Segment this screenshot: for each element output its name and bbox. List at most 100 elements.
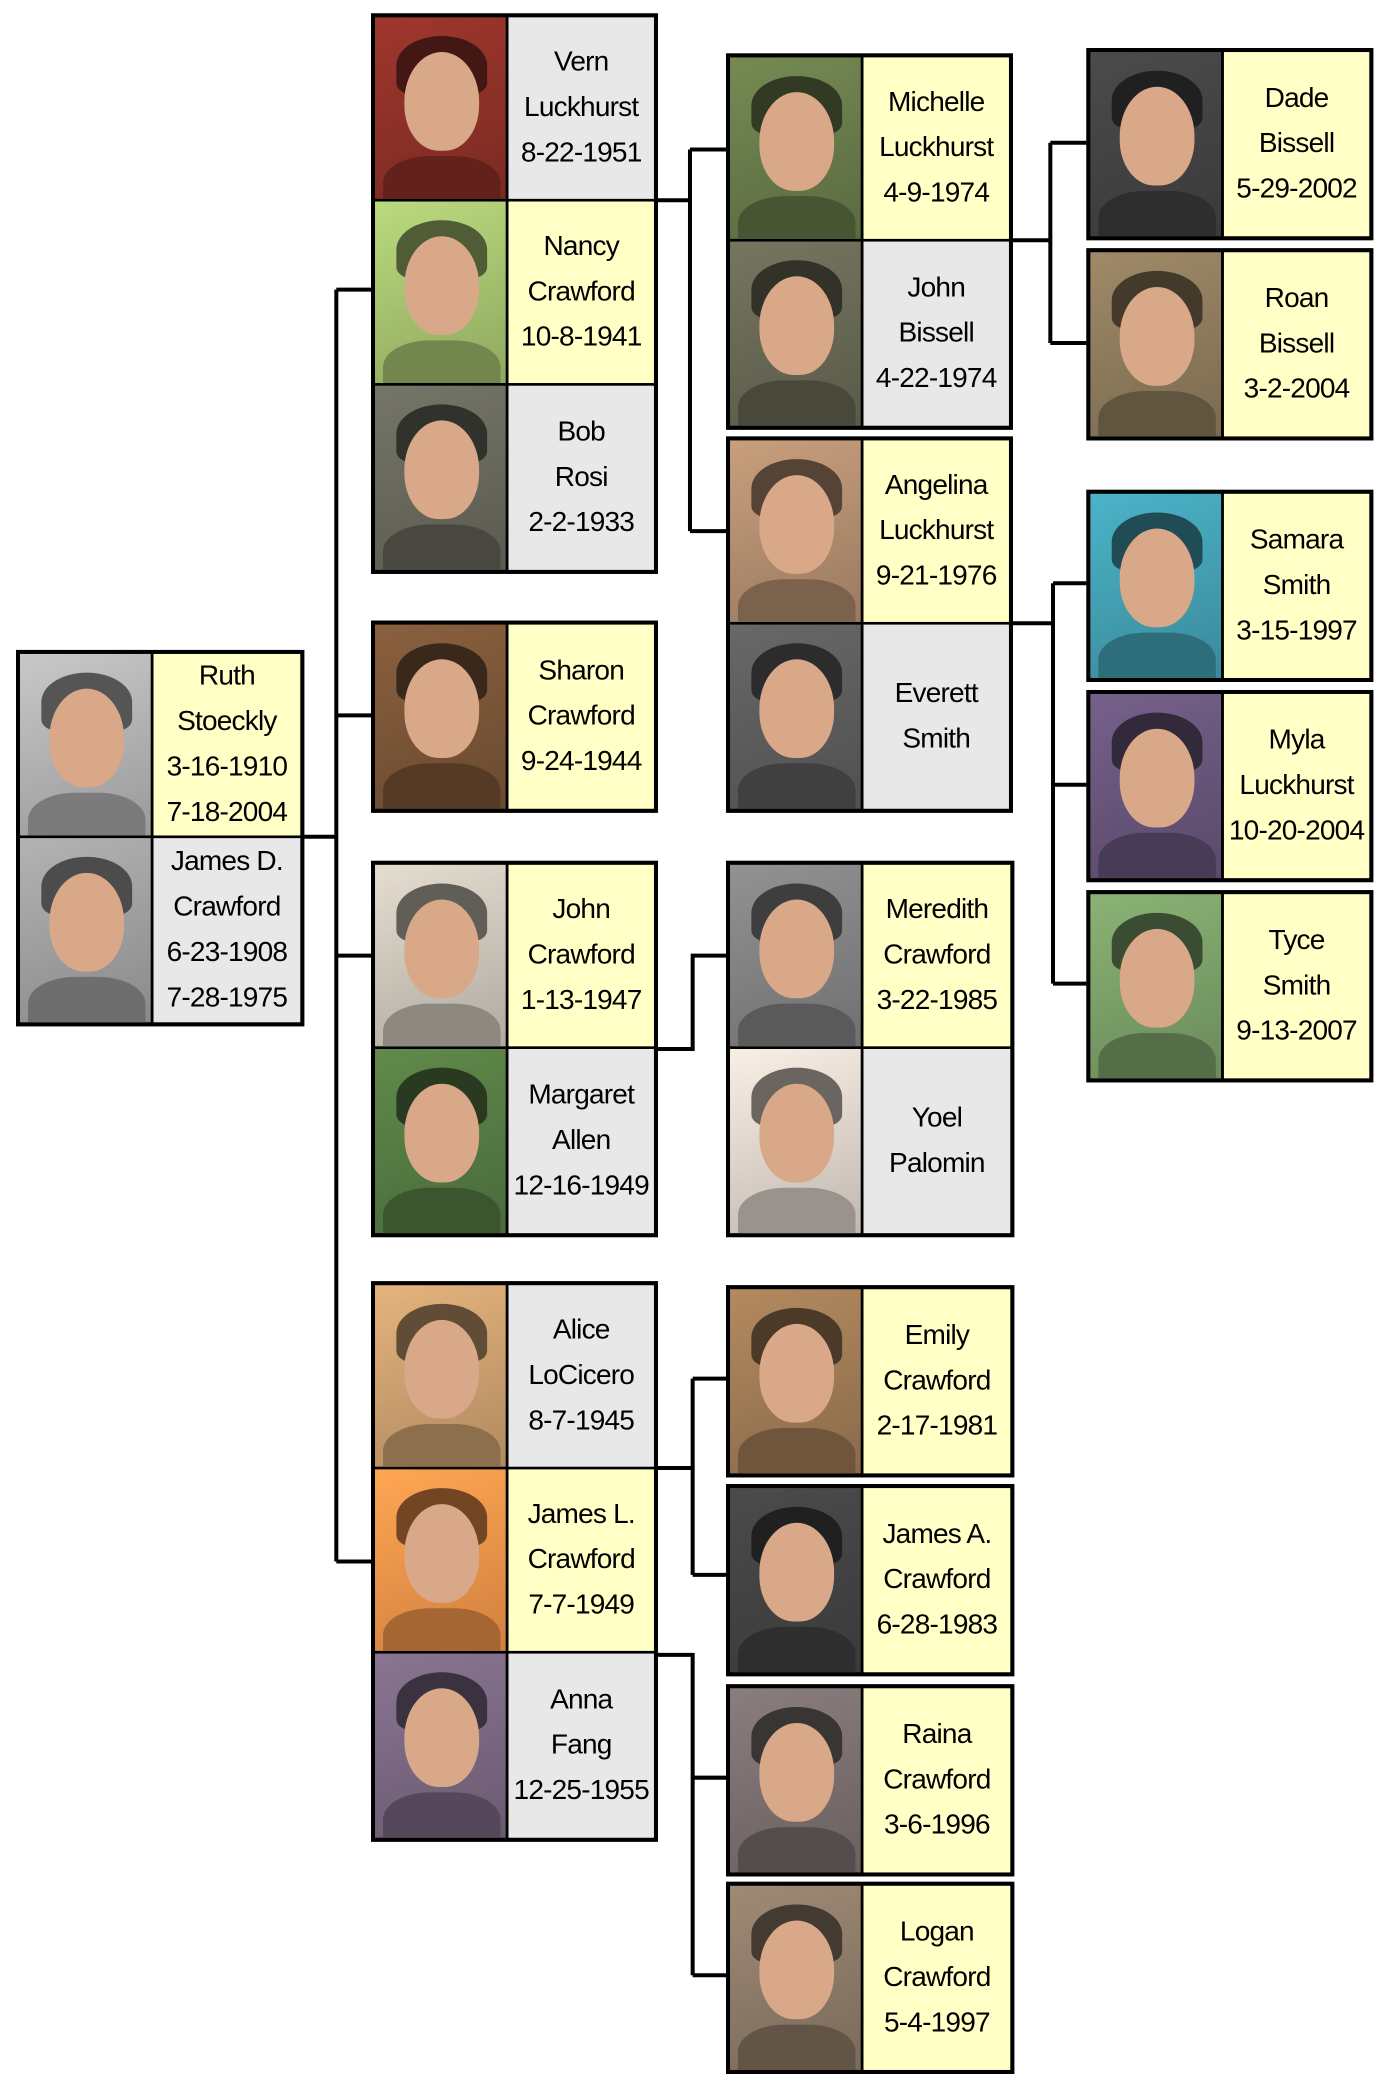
face-shape <box>759 899 835 999</box>
person-date: 10-8-1941 <box>520 321 642 353</box>
person-name-line: Crawford <box>883 1564 991 1595</box>
person-name-line: Crawford <box>883 1961 991 1993</box>
person-photo <box>375 624 509 809</box>
person-date: 9-21-1976 <box>875 560 997 592</box>
person-photo <box>20 653 154 836</box>
person-name-line: Myla <box>1268 724 1326 756</box>
face-shape <box>759 1522 835 1622</box>
face-shape <box>759 92 835 191</box>
shoulders-shape <box>383 763 501 809</box>
person-date: 5-29-2002 <box>1236 173 1357 205</box>
shoulders-shape <box>738 579 856 622</box>
connector-john-children <box>657 953 727 1051</box>
person-date: 4-9-1974 <box>883 177 990 209</box>
person-photo <box>375 201 509 384</box>
connector-michelle-children <box>1012 140 1087 345</box>
face-shape <box>759 1722 835 1822</box>
shoulders-shape <box>738 380 856 426</box>
person-name-line: Crawford <box>173 891 281 923</box>
face-shape <box>1119 86 1195 186</box>
person-name-line: Luckhurst <box>879 515 994 546</box>
person-name-line: Nancy <box>543 230 619 262</box>
person-date: 3-16-1910 <box>166 751 288 783</box>
person-name-line: Crawford <box>527 1544 636 1575</box>
person-date: 3-2-2004 <box>1243 373 1351 405</box>
person-date: 8-22-1951 <box>520 137 642 169</box>
connector-james-alice-children <box>657 1376 727 1577</box>
shoulders-shape <box>383 1424 501 1467</box>
person-name-line: Angelina <box>884 469 988 501</box>
person-name-line: James A. <box>882 1518 992 1550</box>
person-photo <box>375 385 509 570</box>
person-name-line: LoCicero <box>528 1359 635 1391</box>
person-date: 2-2-1933 <box>528 507 635 538</box>
shoulders-shape <box>738 1827 856 1873</box>
person-photo <box>730 864 864 1047</box>
person-date: 7-7-1949 <box>528 1589 635 1621</box>
person-date: 8-7-1945 <box>528 1405 635 1437</box>
person-name-line: Sharon <box>538 655 625 686</box>
person-photo <box>730 440 864 622</box>
person-name-line: Palomin <box>889 1147 985 1179</box>
person-name-line: Luckhurst <box>1239 770 1354 801</box>
person-date: 10-20-2004 <box>1228 815 1365 847</box>
person-date: 1-13-1947 <box>520 984 642 1016</box>
shoulders-shape <box>1098 190 1216 237</box>
face-shape <box>759 1083 835 1183</box>
shoulders-shape <box>28 792 146 836</box>
person-date: 2-17-1981 <box>876 1410 998 1442</box>
shoulders-shape <box>383 1003 501 1047</box>
person-name-line: Anna <box>550 1684 613 1715</box>
person-photo <box>375 864 509 1047</box>
shoulders-shape <box>1098 832 1216 879</box>
person-date: 7-18-2004 <box>166 796 288 828</box>
person-date: 4-22-1974 <box>875 363 997 394</box>
person-photo <box>730 241 864 426</box>
shoulders-shape <box>738 196 856 239</box>
face-shape <box>1119 728 1195 828</box>
shoulders-shape <box>738 763 856 809</box>
